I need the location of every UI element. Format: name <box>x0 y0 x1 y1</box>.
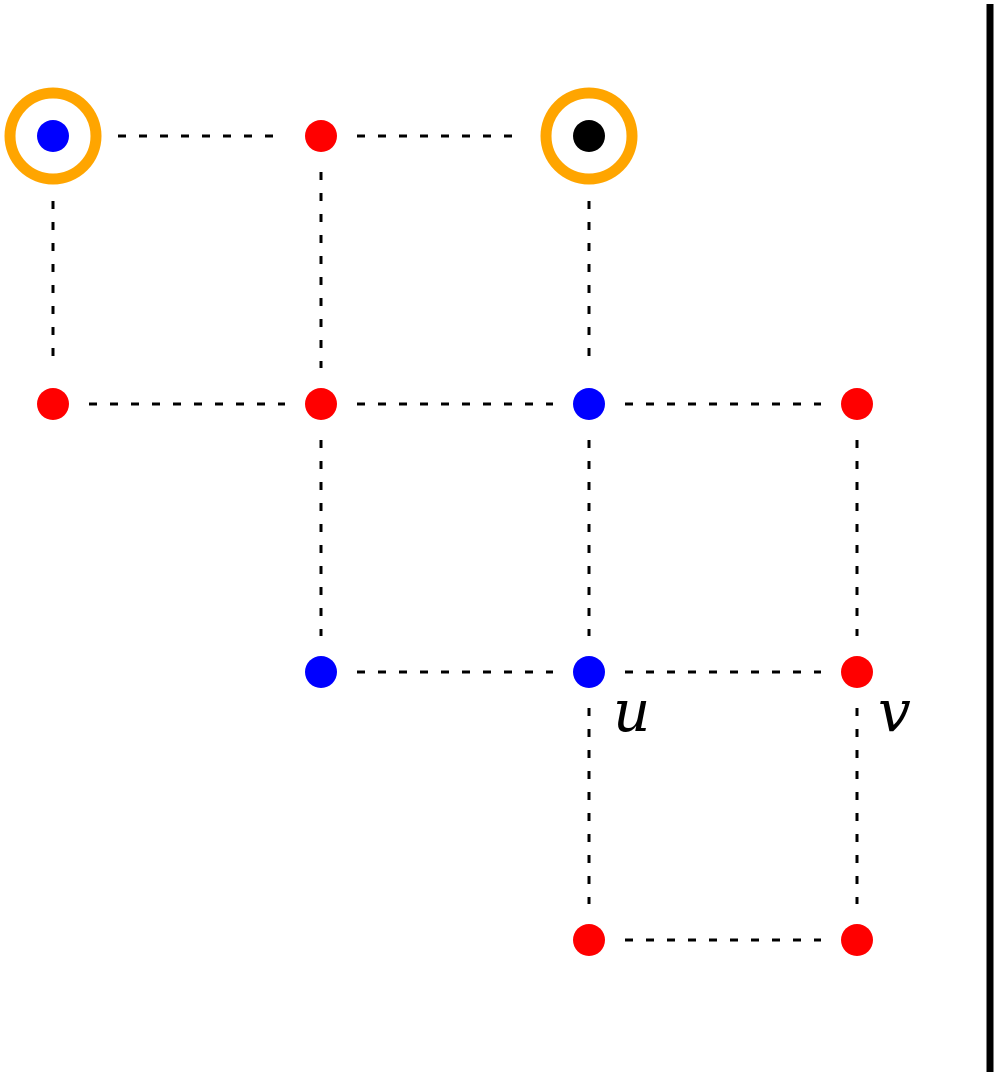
node-blue-n-0-0 <box>37 120 69 152</box>
node-red-n-1-1 <box>305 388 337 420</box>
vertex-labels-layer: u v <box>613 677 911 745</box>
node-blue-n-2-2 <box>573 656 605 688</box>
node-red-n-3-1 <box>841 388 873 420</box>
nodes-layer <box>37 120 873 956</box>
node-red-n-2-3 <box>573 924 605 956</box>
node-red-n-0-1 <box>37 388 69 420</box>
highlight-ring-n-2-0 <box>540 87 638 185</box>
node-blue-n-1-2 <box>305 656 337 688</box>
node-blue-n-2-1 <box>573 388 605 420</box>
vertex-label-v: v <box>878 677 911 745</box>
node-black-n-2-0 <box>573 120 605 152</box>
highlight-rings-layer <box>4 87 638 185</box>
highlight-ring-n-0-0 <box>4 87 102 185</box>
edges-layer <box>51 134 859 942</box>
vertex-label-u: u <box>613 677 650 745</box>
node-red-n-3-2 <box>841 656 873 688</box>
node-red-n-1-0 <box>305 120 337 152</box>
node-red-n-3-3 <box>841 924 873 956</box>
